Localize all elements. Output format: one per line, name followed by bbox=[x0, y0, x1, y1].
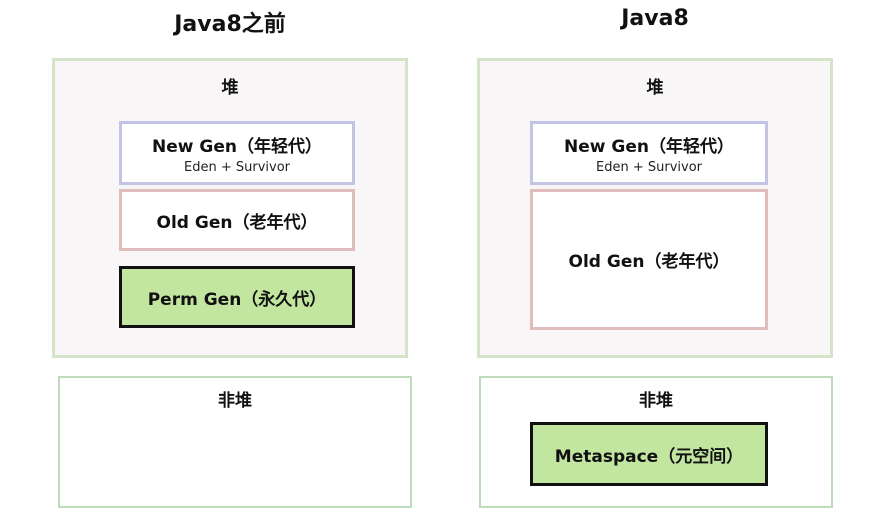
right-young-gen-label: New Gen（年轻代） bbox=[564, 136, 734, 157]
right-nonheap-label: 非堆 bbox=[639, 391, 673, 411]
right-young-gen: New Gen（年轻代） Eden + Survivor bbox=[530, 121, 768, 185]
right-old-gen: Old Gen（老年代） bbox=[530, 189, 768, 330]
right-heap: 堆 New Gen（年轻代） Eden + Survivor Old Gen（老… bbox=[477, 58, 833, 358]
right-old-gen-label: Old Gen（老年代） bbox=[568, 252, 730, 272]
left-old-gen: Old Gen（老年代） bbox=[119, 189, 355, 251]
right-nonheap: 非堆 Metaspace（元空间） bbox=[479, 376, 833, 508]
right-heap-label: 堆 bbox=[646, 78, 664, 98]
java8-before-title: Java8之前 bbox=[174, 12, 286, 37]
left-young-gen-detail: Eden + Survivor bbox=[184, 159, 290, 175]
left-old-gen-label: Old Gen（老年代） bbox=[156, 212, 318, 233]
left-young-gen-label: New Gen（年轻代） bbox=[152, 136, 322, 157]
right-young-gen-detail: Eden + Survivor bbox=[596, 159, 702, 175]
left-heap-label: 堆 bbox=[221, 78, 239, 98]
left-perm-gen-label: Perm Gen（永久代） bbox=[147, 289, 327, 310]
left-young-gen: New Gen（年轻代） Eden + Survivor bbox=[119, 121, 355, 185]
left-perm-gen: Perm Gen（永久代） bbox=[119, 266, 355, 328]
right-metaspace-label: Metaspace（元空间） bbox=[554, 446, 744, 467]
left-nonheap: 非堆 bbox=[58, 376, 412, 508]
java8-title: Java8 bbox=[621, 6, 689, 31]
left-nonheap-label: 非堆 bbox=[218, 391, 252, 411]
left-heap: 堆 New Gen（年轻代） Eden + Survivor Old Gen（老… bbox=[52, 58, 408, 358]
right-metaspace: Metaspace（元空间） bbox=[530, 422, 768, 486]
